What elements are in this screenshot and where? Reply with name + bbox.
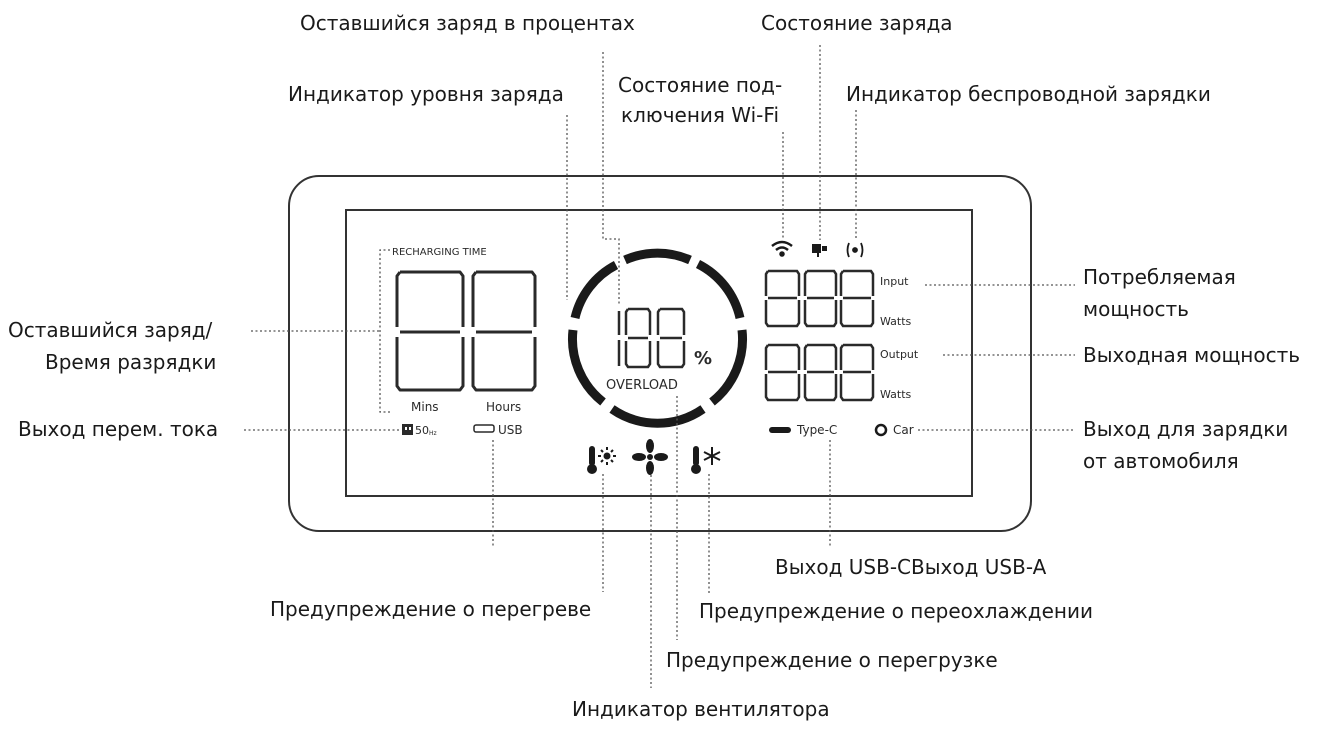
- callout-ac-output: Выход перем. тока: [18, 417, 219, 441]
- input-watts-label: Watts: [880, 315, 912, 328]
- wireless-charging-icon: [846, 242, 864, 258]
- typec-port-icon: [769, 427, 791, 433]
- thermometer-sun-icon: [587, 446, 616, 474]
- callout-wireless-charging: Индикатор беспроводной зарядки: [846, 82, 1211, 106]
- percent-sign: %: [694, 348, 712, 369]
- callout-overcool-warning: Предупреждение о переохлаждении: [699, 599, 1093, 623]
- callout-usb-outputs: Выход USB-CВыход USB-A: [775, 555, 1047, 579]
- output-digits: [764, 343, 875, 402]
- time-digits: [395, 270, 537, 392]
- callout-fan-indicator: Индикатор вентилятора: [572, 697, 830, 721]
- callout-overload-warning: Предупреждение о перегрузке: [666, 648, 998, 672]
- callout-overheat-warning: Предупреждение о перегреве: [270, 597, 592, 621]
- typec-label: Type-C: [796, 423, 837, 437]
- callout-charge-level-indicator: Индикатор уровня заряда: [288, 82, 564, 106]
- callout-charge-status: Состояние заряда: [761, 11, 953, 35]
- lcd-screen: [345, 209, 973, 497]
- device-frame: [288, 175, 1032, 532]
- callout-input-power-line2: мощность: [1083, 297, 1189, 321]
- leader-lines: [244, 45, 1075, 688]
- fan-icon: [632, 439, 668, 475]
- output-label: Output: [880, 348, 919, 361]
- car-label: Car: [893, 423, 914, 437]
- overload-label: OVERLOAD: [606, 378, 678, 393]
- callout-input-power-line1: Потребляемая: [1083, 265, 1236, 289]
- callout-car-output-line2: от автомобиля: [1083, 449, 1239, 473]
- callout-remaining-charge-line1: Оставшийся заряд/: [8, 318, 213, 342]
- wifi-icon: [771, 240, 793, 257]
- callout-remaining-charge-line2: Время разрядки: [45, 350, 217, 374]
- callout-wifi-status-line1: Состояние под-: [618, 73, 783, 97]
- thermometer-snowflake-icon: [691, 446, 721, 474]
- ac-outlet-icon: [402, 424, 413, 435]
- callout-output-power: Выходная мощность: [1083, 343, 1301, 367]
- callout-wifi-status-line2: ключения Wi-Fi: [621, 103, 779, 127]
- battery-plug-icon: [812, 244, 827, 257]
- input-digits: [764, 269, 875, 328]
- output-watts-label: Watts: [880, 388, 912, 401]
- callout-car-output-line1: Выход для зарядки: [1083, 417, 1289, 441]
- mins-label: Mins: [411, 400, 439, 414]
- hours-label: Hours: [486, 400, 521, 414]
- recharging-time-label: RECHARGING TIME: [392, 247, 487, 258]
- ac-frequency: 50: [415, 424, 429, 437]
- battery-ring: [567, 248, 748, 428]
- callout-battery-percent: Оставшийся заряд в процентах: [300, 11, 635, 35]
- usb-port-icon: [473, 424, 495, 433]
- ac-frequency-unit: Hz: [429, 430, 437, 437]
- percent-digits: [617, 307, 686, 369]
- input-label: Input: [880, 275, 909, 288]
- car-port-icon: [874, 423, 888, 437]
- usb-label: USB: [498, 423, 523, 437]
